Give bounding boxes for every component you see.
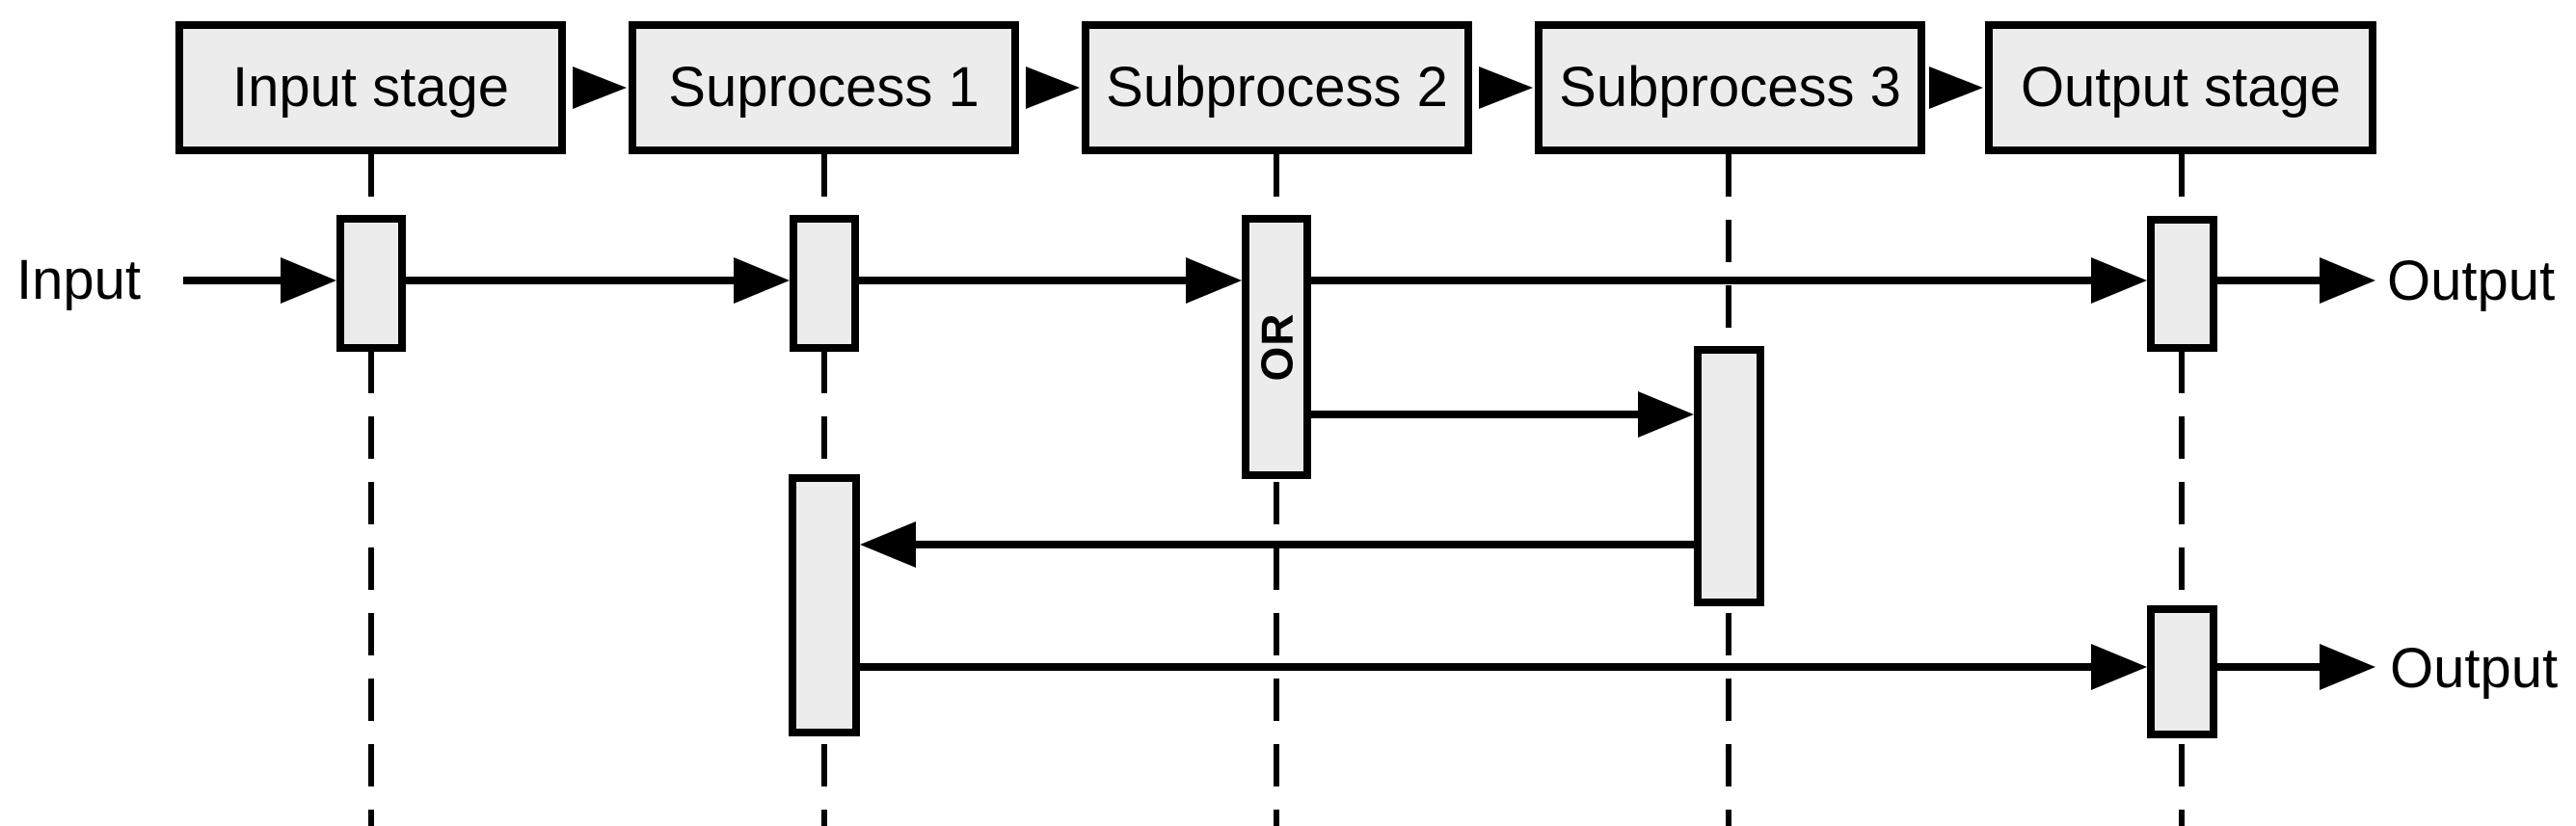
arrowhead-right-icon: [1186, 257, 1242, 304]
activation-bar-output-stage-bottom: [2147, 605, 2217, 738]
arrowhead-right-icon: [1929, 67, 1983, 109]
arrowhead-left-icon: [860, 521, 916, 568]
stage-box-suprocess-1: Suprocess 1: [629, 21, 1019, 154]
arrowhead-right-icon: [2320, 257, 2375, 304]
stage-box-subprocess-2: Subprocess 2: [1082, 21, 1472, 154]
activation-bar-suprocess1-top: [790, 215, 859, 352]
arrowhead-right-icon: [734, 257, 790, 304]
arrow-subprocess2-to-output-stage-line: [1311, 277, 2093, 284]
arrowhead-right-icon: [1026, 67, 1080, 109]
activation-bar-output-stage-top: [2147, 216, 2217, 352]
output-label-bottom: Output: [2390, 637, 2559, 700]
input-label: Input: [16, 249, 141, 311]
stage-label-subprocess-2: Subprocess 2: [1106, 56, 1448, 119]
arrow-suprocess1-to-subprocess2-line: [859, 277, 1188, 284]
arrowhead-right-icon: [2091, 257, 2147, 304]
arrowhead-right-icon: [1638, 391, 1694, 438]
arrowhead-right-icon: [2091, 644, 2147, 690]
stage-label-suprocess-1: Suprocess 1: [668, 56, 979, 119]
activation-bar-suprocess1-bottom: [789, 474, 860, 736]
arrow-subprocess2-to-subprocess3-line: [1311, 411, 1640, 418]
activation-bar-subprocess2-or: OR: [1242, 215, 1311, 479]
activation-bar-subprocess3: [1694, 346, 1764, 606]
or-label: OR: [1251, 312, 1301, 382]
arrow-subprocess3-to-suprocess1-line: [914, 541, 1694, 548]
stage-label-input-stage: Input stage: [232, 56, 509, 119]
arrowhead-right-icon: [1479, 67, 1533, 109]
stage-box-input-stage: Input stage: [175, 21, 566, 154]
stage-box-subprocess-3: Subprocess 3: [1535, 21, 1925, 154]
arrowhead-right-icon: [2320, 644, 2375, 690]
arrow-output-stage-to-output-line: [2217, 277, 2321, 284]
arrow-input-stage-to-suprocess1-line: [406, 277, 738, 284]
arrow-suprocess1-to-output-stage-line: [860, 663, 2093, 671]
output-label-top: Output: [2387, 250, 2556, 312]
stage-box-output-stage: Output stage: [1985, 21, 2376, 154]
lifeline-input-stage: [368, 154, 374, 826]
arrow-input-to-input-stage-line: [183, 277, 282, 284]
arrowhead-right-icon: [573, 67, 627, 109]
arrowhead-right-icon: [281, 257, 336, 304]
stage-label-subprocess-3: Subprocess 3: [1559, 56, 1901, 119]
activation-bar-input-stage: [336, 215, 406, 352]
lifeline-subprocess-2: [1274, 154, 1279, 826]
arrow-output-stage-to-output2-line: [2217, 663, 2321, 671]
lifeline-output-stage: [2179, 154, 2185, 826]
stage-label-output-stage: Output stage: [2020, 56, 2342, 119]
